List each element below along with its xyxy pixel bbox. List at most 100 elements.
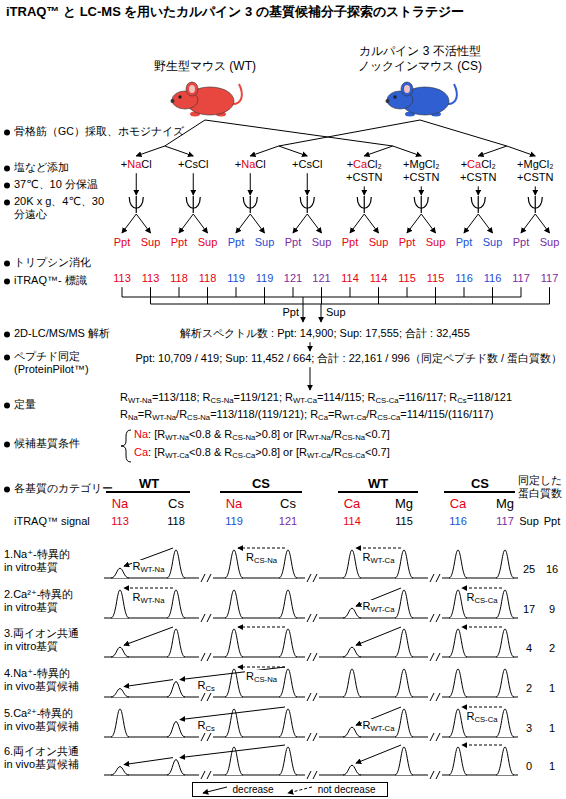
group-bar [220,491,302,493]
mouse-illustration [165,74,245,118]
group-header: CS [252,476,270,492]
text-run: CS-Ca [377,413,400,422]
text-run: Ppt [282,306,299,318]
break-mark [430,653,434,661]
signal-peak [111,590,129,618]
result-text: 解析スペクトル数 : Ppt: 14,900; Sup: 17,555; 合計 … [180,327,470,340]
text-run: R [198,719,206,731]
signal-peak [279,669,297,697]
break-mark [207,653,211,661]
signal-peak [449,629,467,657]
text-run: Ppt: 10,709 / 419; Sup: 11,452 / 664; 合計… [135,352,562,364]
bus-line [407,287,408,297]
ratio-label: RWT-Ca [362,719,396,732]
text-run: 118 [170,272,188,284]
text-run: Na [128,413,138,422]
flow-arrow [136,146,165,156]
group-header: CS [471,476,489,492]
signal-peak [496,747,514,775]
not-decrease-arrow [238,548,285,549]
fraction-label: Sup [312,236,332,249]
text-run: <0.8 & R [189,428,232,440]
flow-arrow [307,173,308,195]
fraction-label: Ppt [513,236,530,249]
text-run: in vitro基質 [4,601,58,613]
decrease-arrow [356,745,401,763]
bus-line [179,287,180,297]
count: 0 [526,760,532,773]
text-run: CS [252,476,270,491]
bullet-dot [4,403,10,409]
text-run: 分遠心 [14,208,47,220]
signal-peak [449,590,467,618]
text-run: iTRAQ™ と LC-MS を用いたカルパイン 3 の基質候補分子探索のストラ… [6,4,464,19]
group-header: WT [139,476,159,492]
text-run: WT-Ca [165,451,189,460]
itraq-tag: 114 [341,272,359,285]
itraq-tag: 119 [256,272,274,285]
text-run: <0.8 & R [189,446,232,458]
fraction-label: Ppt [228,236,245,249]
bullet-dot [4,332,10,338]
fraction-label: Sup [369,236,389,249]
text-run: Na [112,496,129,511]
signal-peak [395,747,413,775]
break-mark [201,574,205,582]
mouse-eye [393,95,396,98]
bus-line [122,297,521,298]
flow-arrow [321,304,322,322]
text-run: in vivo基質候補 [4,758,79,770]
group-header: WT [368,476,388,492]
bullet-dot [4,200,10,206]
result-text: Ppt: 10,709 / 419; Sup: 11,452 / 664; 合計… [122,352,562,365]
text-run: Na [127,158,141,170]
flow-arrow [293,214,307,233]
text-run: =114/115/(116/117) [400,408,493,420]
branch-line [279,120,420,146]
break-mark [436,614,440,622]
bus-line [236,287,237,297]
itraq-tag: 113 [113,272,131,285]
text-run: +MgCl₂ [403,158,439,170]
text-run: 定量 [14,398,36,410]
not-decrease-arrow [124,588,173,589]
fraction-label: Sup [540,236,560,249]
signal-peak [167,550,185,578]
ion-label: Na [112,496,129,512]
row-header: iTRAQ™ signal [14,515,90,528]
text-run: 115 [427,272,445,284]
break-mark [313,653,317,661]
signal-peak [279,747,297,775]
text-run: CS-Ca [474,715,497,724]
itraq-tag: 113 [142,272,160,285]
text-run: CS-Na [187,413,210,422]
itraq-tag: 117 [496,515,514,528]
text-run: WT-Ca [293,396,317,405]
mouse-nose [170,99,174,103]
text-run: Sup [312,236,332,248]
reagent-label: +CsCl [292,158,322,171]
signal-peak [279,550,297,578]
text-run: 野生型マウス (WT) [154,59,256,73]
signal-peak [449,747,467,775]
signal-peak [496,669,514,697]
break-mark [207,693,211,701]
text-run: 119 [256,272,274,284]
text-run: + [235,158,241,170]
formula: RWT-Na=113/118; RCS-Na=119/121; RWT-Ca=1… [120,391,512,404]
text-run: 117 [512,272,530,284]
bus-line [293,287,294,297]
text-run: Ca [318,413,328,422]
flow-arrow [310,367,311,390]
bullet-dot [4,487,10,493]
break-mark [313,574,317,582]
text-run: WT-Na [152,413,176,422]
centrifuge-symbol [136,196,137,213]
itraq-tag: 116 [484,272,502,285]
break-mark [307,653,311,661]
signal-peak [343,608,361,618]
flow-arrow [279,146,308,156]
text-run: Cs [168,496,184,511]
text-run: WT-Na [141,596,165,605]
fraction-label: Sup [483,236,503,249]
